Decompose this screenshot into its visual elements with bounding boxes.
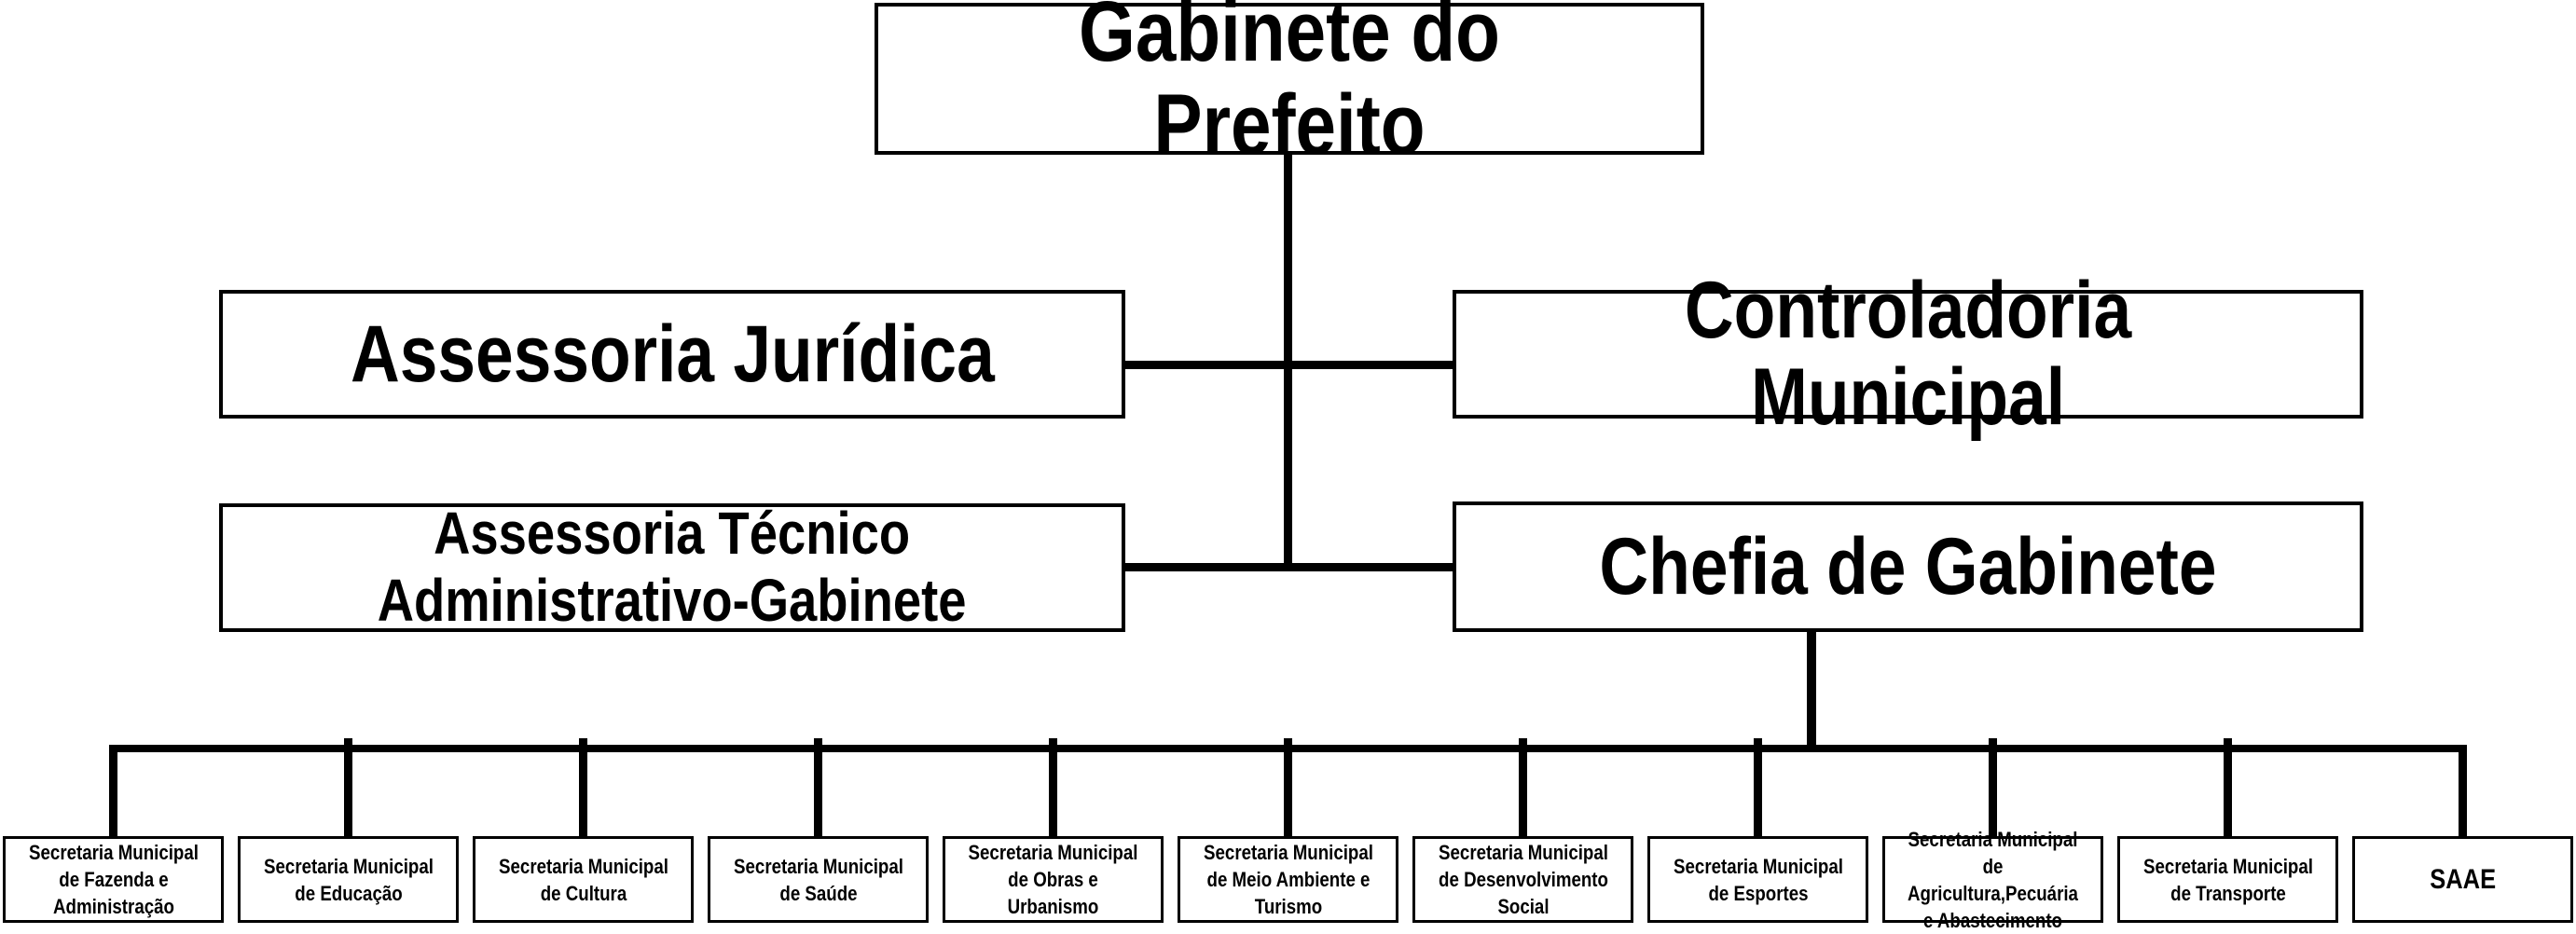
node-assessoria-juridica: Assessoria Jurídica [219, 290, 1125, 419]
connector-drop [2459, 745, 2467, 836]
org-node-label: Secretaria Municipal de Transporte [2142, 854, 2313, 905]
node-controladoria-municipal: Controladoria Municipal [1453, 268, 2363, 440]
connector-chefia-drop [1807, 630, 1816, 752]
org-node-label: Secretaria Municipal de Desenvolvimento … [1438, 841, 1608, 918]
node-secretaria-transporte: Secretaria Municipal de Transporte [2117, 836, 2338, 923]
node-assessoria-tecnico-administrativo-gabinete: Assessoria Técnico Administrativo-Gabine… [219, 500, 1125, 634]
org-node-label: Assessoria Técnico Administrativo-Gabine… [378, 500, 967, 634]
org-node-label: Secretaria Municipal de Agricultura,Pecu… [1908, 827, 2078, 932]
node-saae: SAAE [2352, 836, 2573, 923]
org-node-label: Secretaria Municipal de Esportes [1673, 854, 1843, 905]
connector-drop [1754, 738, 1762, 836]
node-secretaria-cultura: Secretaria Municipal de Cultura [473, 836, 694, 923]
org-node-label: SAAE [2430, 864, 2496, 895]
connector-level2 [1123, 361, 1456, 369]
connector-level3 [1123, 563, 1456, 571]
org-node-label: Secretaria Municipal de Cultura [498, 854, 668, 905]
connector-drop [344, 738, 352, 836]
org-node-label: Gabinete do Prefeito [1079, 0, 1500, 172]
connector-drop [1519, 738, 1527, 836]
node-secretaria-educacao: Secretaria Municipal de Educação [238, 836, 459, 923]
org-node-label: Chefia de Gabinete [1599, 521, 2217, 611]
node-chefia-de-gabinete: Chefia de Gabinete [1453, 501, 2363, 632]
org-node-label: Secretaria Municipal de Meio Ambiente e … [1203, 841, 1373, 918]
connector-drop [2224, 738, 2232, 836]
node-secretaria-agricultura-pecuaria-abastecimento: Secretaria Municipal de Agricultura,Pecu… [1882, 828, 2103, 932]
node-secretaria-desenvolvimento-social: Secretaria Municipal de Desenvolvimento … [1412, 836, 1633, 923]
node-secretaria-fazenda-e-administracao: Secretaria Municipal de Fazenda e Admini… [3, 836, 224, 923]
connector-drop [109, 745, 117, 836]
org-node-label: Secretaria Municipal de Fazenda e Admini… [28, 841, 199, 918]
connector-drop [1049, 738, 1057, 836]
org-node-label: Controladoria Municipal [1684, 266, 2132, 442]
connector-drop [814, 738, 822, 836]
node-secretaria-obras-e-urbanismo: Secretaria Municipal de Obras e Urbanism… [943, 836, 1164, 923]
connector-drop [1989, 738, 1997, 836]
node-secretaria-saude: Secretaria Municipal de Saúde [708, 836, 929, 923]
org-node-label: Secretaria Municipal de Educação [263, 854, 434, 905]
org-node-label: Assessoria Jurídica [350, 309, 995, 399]
node-secretaria-meio-ambiente-e-turismo: Secretaria Municipal de Meio Ambiente e … [1178, 836, 1398, 923]
node-gabinete-do-prefeito: Gabinete do Prefeito [875, 0, 1704, 171]
org-node-label: Secretaria Municipal de Saúde [733, 854, 903, 905]
node-secretaria-esportes: Secretaria Municipal de Esportes [1647, 836, 1868, 923]
org-node-label: Secretaria Municipal de Obras e Urbanism… [968, 841, 1138, 918]
connector-drop [1284, 738, 1292, 836]
connector-drop [579, 738, 587, 836]
